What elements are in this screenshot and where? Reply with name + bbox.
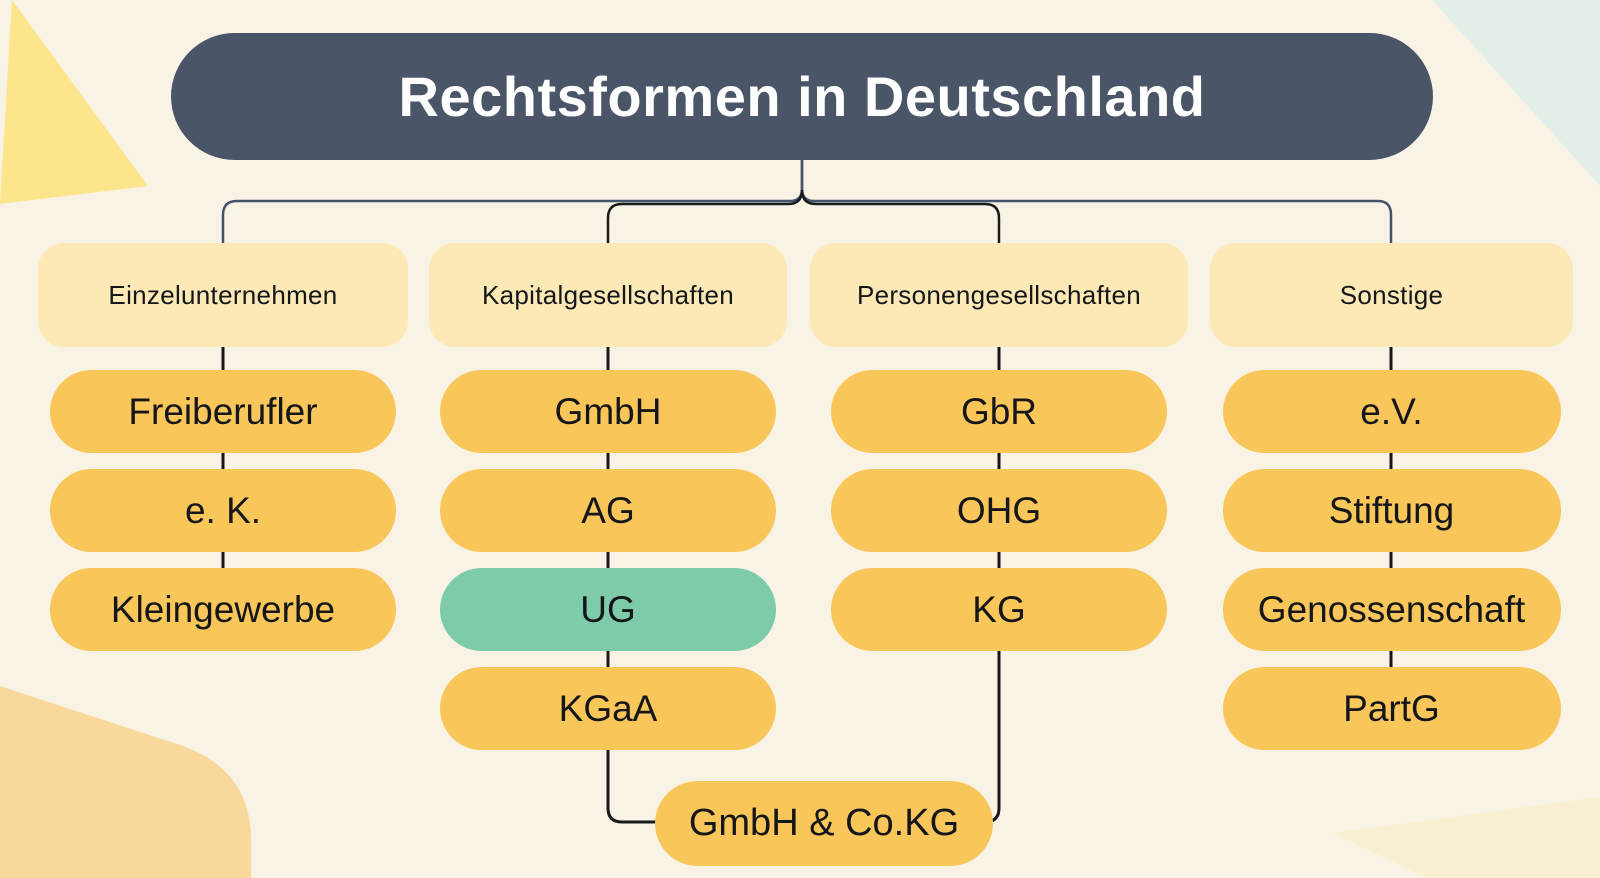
node-ek: e. K.: [50, 469, 396, 552]
connector-bus-primary: [221, 158, 1393, 250]
node-partg: PartG: [1222, 667, 1561, 750]
category-kapitalgesellschaften: Kapitalgesellschaften: [429, 243, 787, 347]
column-einzelunternehmen: Einzelunternehmen Freiberufler e. K. Kle…: [38, 243, 408, 651]
node-ug-highlighted: UG: [440, 568, 776, 651]
category-einzelunternehmen: Einzelunternehmen: [38, 243, 408, 347]
node-stiftung: Stiftung: [1222, 469, 1561, 552]
node-kgaa: KGaA: [440, 667, 776, 750]
column-personengesellschaften: Personengesellschaften GbR OHG KG: [810, 243, 1188, 651]
corner-triangle-top-left: [0, 0, 148, 204]
node-freiberufler: Freiberufler: [50, 370, 396, 453]
node-kg: KG: [831, 568, 1167, 651]
node-ag: AG: [440, 469, 776, 552]
connector-branches-inner: [606, 189, 1001, 250]
node-gmbh-co-kg: GmbH & Co.KG: [655, 781, 993, 866]
corner-blob-bottom-left: [0, 686, 251, 878]
corner-wedge-bottom-right: [1333, 797, 1600, 878]
node-ohg: OHG: [831, 469, 1167, 552]
connector-node-links: [221, 347, 1393, 824]
column-kapitalgesellschaften: Kapitalgesellschaften GmbH AG UG KGaA: [429, 243, 787, 750]
node-kleingewerbe: Kleingewerbe: [50, 568, 396, 651]
node-gbr: GbR: [831, 370, 1167, 453]
node-ev: e.V.: [1222, 370, 1561, 453]
node-gmbh: GmbH: [440, 370, 776, 453]
category-sonstige: Sonstige: [1210, 243, 1573, 347]
node-genossenschaft: Genossenschaft: [1222, 568, 1561, 651]
column-sonstige: Sonstige e.V. Stiftung Genossenschaft Pa…: [1210, 243, 1573, 750]
category-personengesellschaften: Personengesellschaften: [810, 243, 1188, 347]
corner-triangle-top-right: [1432, 0, 1600, 186]
diagram-title: Rechtsformen in Deutschland: [171, 33, 1433, 160]
